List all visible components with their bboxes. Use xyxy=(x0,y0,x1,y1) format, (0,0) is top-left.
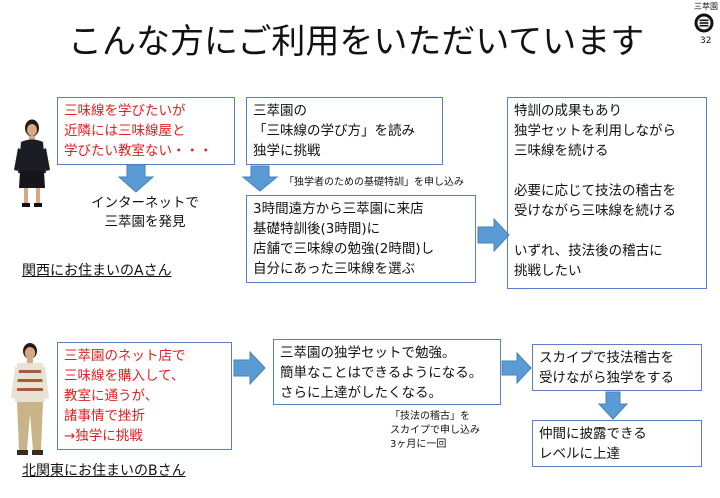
person-b-icon xyxy=(11,343,49,455)
case-b-note: 「技法の稽古」を スカイプで申し込み 3ヶ月に一回 xyxy=(390,411,480,450)
case-b-step1-box: 三萃園の独学セットで勉強。 簡単なことはできるようになる。 さらに上達がしたくな… xyxy=(273,339,501,405)
case-a-found-text: インターネットで 三萃園を発見 xyxy=(91,195,199,230)
case-a-apply-note: 「独学者のための基礎特訓」を申し込み xyxy=(284,177,464,188)
case-b-problem-box: 三萃園のネット店で 三味線を購入して、 教室に通うが、 諸事情で挫折 →独学に挑… xyxy=(57,342,232,450)
case-a-person-label: 関西にお住まいのAさん xyxy=(22,263,172,279)
case-b-step3-box: 仲間に披露できる レベルに上達 xyxy=(532,420,702,467)
case-a-result-box: 特訓の成果もあり 独学セットを利用しながら 三味線を続ける 必要に応じて技法の稽… xyxy=(507,97,707,289)
arrow-right-icon xyxy=(233,350,266,386)
brand-logo-icon xyxy=(694,13,714,33)
brand-name: 三萃園 xyxy=(694,2,718,11)
arrow-right-icon xyxy=(477,217,510,253)
case-a-step1-box: 三萃園の 「三味線の学び方」を読み 独学に挑戦 xyxy=(246,97,443,165)
case-b-step2-box: スカイプで技法稽古を 受けながら独学をする xyxy=(532,344,702,391)
page-title: こんな方にご利用をいただいています xyxy=(68,22,645,62)
arrow-right-icon xyxy=(501,351,532,385)
person-a-icon xyxy=(14,119,50,207)
arrow-down-icon xyxy=(117,164,155,193)
arrow-down-icon xyxy=(241,165,279,192)
arrow-down-icon xyxy=(597,391,629,420)
page-number: 32 xyxy=(700,36,712,46)
case-a-problem-box: 三味線を学びたいが 近隣には三味線屋と 学びたい教室ない・・・ xyxy=(57,97,235,165)
case-a-step2-box: 3時間遠方から三萃園に来店 基礎特訓後(3時間)に 店舗で三味線の勉強(2時間)… xyxy=(246,195,476,283)
case-b-person-label: 北関東にお住まいのBさん xyxy=(22,463,186,479)
